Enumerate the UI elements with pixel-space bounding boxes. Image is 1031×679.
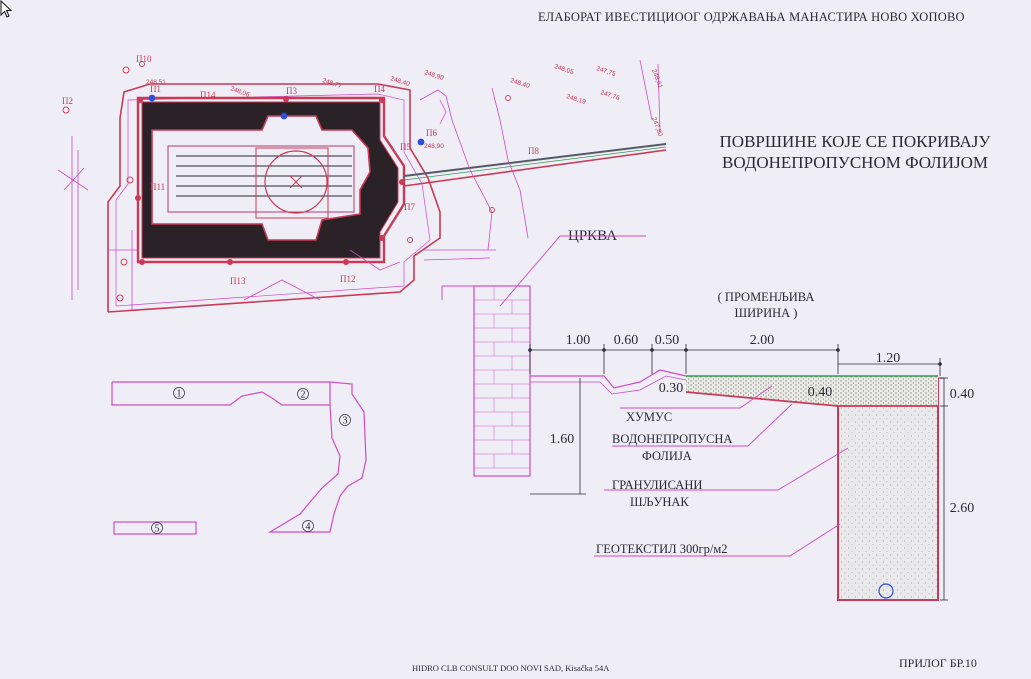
- segment-label: 2: [301, 390, 306, 401]
- dimension-label: 0.30: [659, 381, 684, 396]
- segment-label: 5: [155, 524, 160, 535]
- cross-section: ЦРКВА: [441, 228, 975, 601]
- drawing-title-line-1: ПОВРШИНЕ КОЈЕ СЕ ПОКРИВАЈУ: [719, 132, 991, 151]
- dimension-label: 2.00: [750, 333, 775, 348]
- dimension-label: 2.60: [950, 501, 975, 516]
- point-label: П4: [374, 84, 385, 94]
- variable-width-label-1: ( ПРОМЕНЉИВА: [718, 290, 815, 304]
- segment-label: 1: [177, 389, 182, 400]
- mouse-cursor-icon: [0, 0, 13, 18]
- humus-label: ХУМУС: [626, 410, 672, 424]
- drawing-title: ПОВРШИНЕ КОЈЕ СЕ ПОКРИВАЈУ ВОДОНЕПРОПУСН…: [702, 131, 1008, 173]
- annex-label: ПРИЛОГ БР.10: [899, 656, 977, 670]
- drawing-title-line-2: ВОДОНЕПРОПУСНОМ ФОЛИЈОМ: [722, 153, 988, 172]
- point-label: П7: [404, 202, 415, 212]
- document-header: ЕЛАБОРАТ ИВЕСТИЦИООГ ОДРЖАВАЊА МАНАСТИРА…: [538, 10, 965, 24]
- site-boundary: [107, 83, 441, 313]
- site-plan: П10 П1 П2 П3 П4 П5 П6 П7 П8 П11 П12 П13 …: [57, 54, 667, 313]
- point-label: П13: [230, 276, 246, 286]
- point-label: П10: [136, 54, 152, 64]
- elevation-label: 248,51: [146, 79, 166, 86]
- point-label: П8: [528, 146, 539, 156]
- gravel-label-2: ШЉУНАК: [630, 495, 689, 509]
- elevation-label: 248,40: [509, 77, 530, 90]
- point-label: П1: [150, 84, 161, 94]
- elevation-label: 247,76: [599, 89, 620, 102]
- point-label: П5: [400, 142, 411, 152]
- elevation-label: 248,90: [423, 69, 444, 82]
- elevation-label: 248,06: [229, 85, 250, 99]
- elevation-label: 248,05: [553, 63, 574, 76]
- point-label: П6: [426, 128, 437, 138]
- elevation-label: 248,90: [424, 143, 444, 150]
- elevation-label: 247,75: [595, 65, 616, 78]
- church-floor: [151, 115, 371, 241]
- dimension-label: 0.40: [808, 385, 833, 400]
- segment-label: 4: [306, 522, 311, 533]
- elevation-label: 248,61: [650, 68, 664, 89]
- dimension-label: 0.60: [614, 333, 639, 348]
- dimension-label: 0.40: [950, 387, 975, 402]
- elevation-label: 247,80: [650, 116, 664, 137]
- building-frame: [136, 96, 406, 264]
- gravel-label-1: ГРАНУЛИСАНИ: [612, 478, 702, 492]
- segment-outlines: [111, 381, 367, 535]
- dimension-label: 1.60: [550, 432, 575, 447]
- elevation-label: 248,19: [565, 93, 586, 106]
- dimension-label: 1.20: [876, 351, 901, 366]
- segment-label: 3: [343, 416, 348, 427]
- point-label: П2: [62, 96, 73, 106]
- point-label: П12: [340, 274, 356, 284]
- elevation-label: 248,77: [321, 77, 342, 90]
- membrane-label-1: ВОДОНЕПРОПУСНА: [612, 432, 732, 446]
- dimension-label: 1.00: [566, 333, 591, 348]
- point-label: П11: [150, 182, 165, 192]
- point-label: П14: [200, 90, 216, 100]
- dimension-label: 0.50: [655, 333, 680, 348]
- footer-company: HIDRO CLB CONSULT DOO NOVI SAD, Kisačka …: [412, 663, 610, 673]
- membrane-label-2: ФОЛИЈА: [642, 449, 692, 463]
- variable-width-label-2: ШИРИНА ): [735, 306, 798, 320]
- point-label: П3: [286, 86, 297, 96]
- geotextile-label: ГЕОТЕКСТИЛ 300гр/м2: [596, 542, 728, 556]
